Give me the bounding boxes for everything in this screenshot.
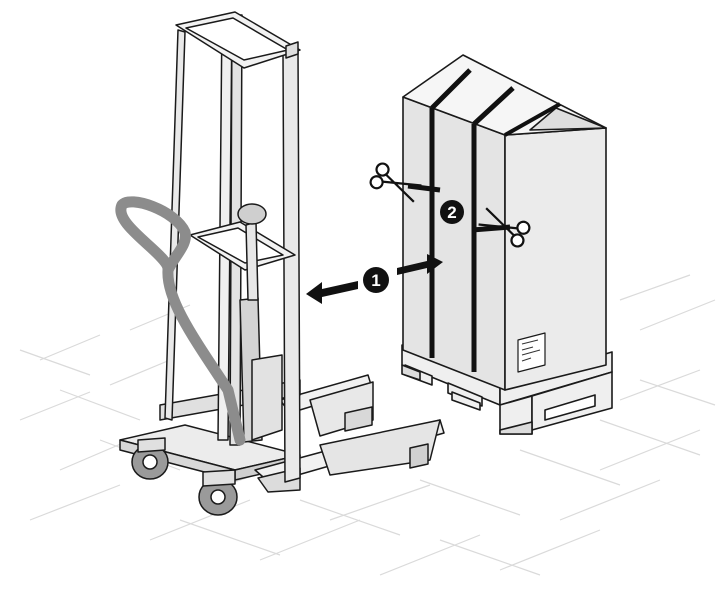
box-top-flap bbox=[529, 107, 607, 131]
shipping-label bbox=[517, 332, 546, 373]
packaged-crate bbox=[401, 54, 613, 435]
wheel-rear bbox=[198, 469, 238, 516]
step-arrows bbox=[306, 254, 443, 304]
arrow-icon bbox=[397, 254, 443, 275]
step-number-2: 2 bbox=[447, 203, 456, 222]
step-marker-1: 1 bbox=[363, 267, 389, 293]
step-number-1: 1 bbox=[371, 271, 380, 290]
mast-right-front bbox=[282, 49, 301, 483]
lift-truck bbox=[115, 11, 445, 516]
arrow-icon bbox=[306, 281, 358, 304]
scissors-icon bbox=[369, 162, 422, 203]
wheel-front bbox=[131, 437, 169, 480]
strapping-bands bbox=[429, 68, 561, 372]
step-marker-2: 2 bbox=[440, 200, 464, 224]
scissors-icon bbox=[478, 207, 531, 248]
box-left-face bbox=[402, 96, 506, 391]
